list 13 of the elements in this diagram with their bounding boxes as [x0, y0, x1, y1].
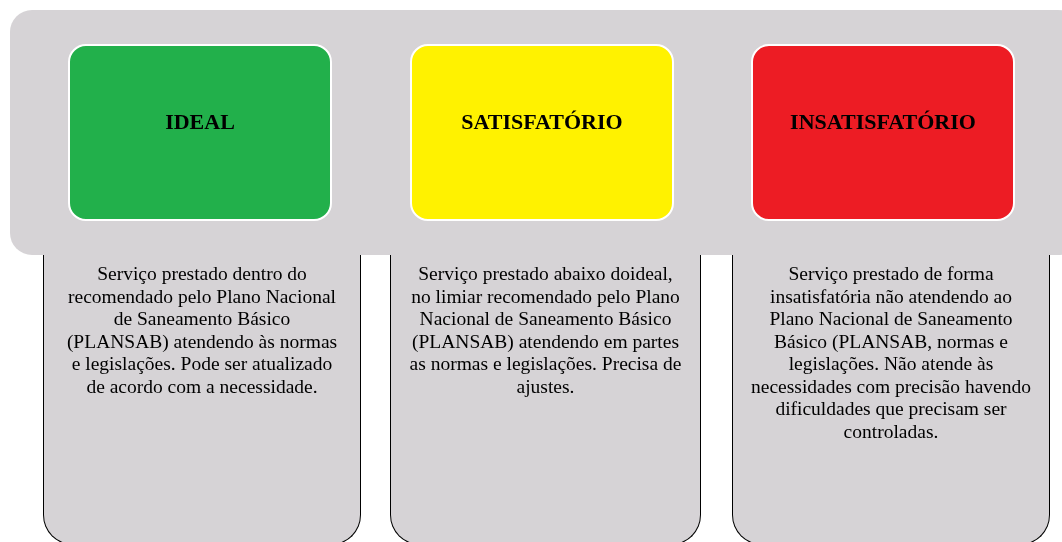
description-box	[43, 255, 361, 542]
description-box	[732, 255, 1050, 542]
status-title: IDEAL	[165, 108, 235, 135]
status-box	[68, 44, 332, 221]
status-title: SATISFATÓRIO	[461, 108, 623, 135]
description-text: Serviço prestado abaixo doideal, no limiar recomendado pelo Plano Nacional de Saneamento Básico (PLANSAB) atendendo em partes as normas e legislações. Precisa de ajustes.	[409, 263, 682, 399]
background-band	[10, 10, 1062, 255]
description-text: Serviço prestado de forma insatisfatória não atendendo ao Plano Nacional de Saneamento Básico (PLANSAB, normas e legislações. Não atende às necessidades com precisão havendo dificuldades que precisam ser controladas.	[751, 263, 1031, 444]
description-text: Serviço prestado dentro do recomendado pelo Plano Nacional de Saneamento Básico (PLANSAB) atendendo às normas e legislações. Pode ser atualizado de acordo com a necessidade.	[65, 263, 339, 399]
status-title: INSATISFATÓRIO	[790, 108, 976, 135]
status-box	[410, 44, 674, 221]
status-box	[751, 44, 1015, 221]
description-box	[390, 255, 701, 542]
